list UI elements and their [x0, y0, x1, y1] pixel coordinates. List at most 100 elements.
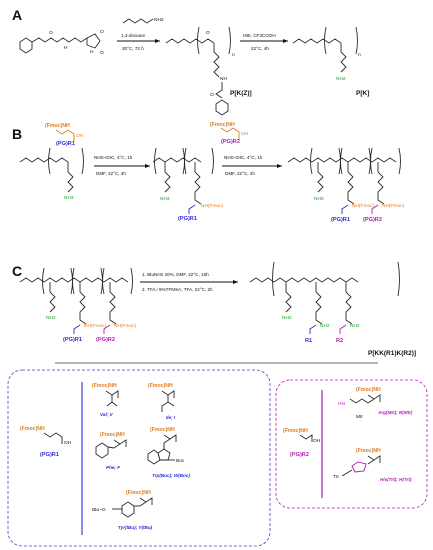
b-prod-nhfmoc-2: NH(Fmoc): [382, 203, 405, 209]
c-start-nh2: NH2: [46, 315, 56, 321]
b-product: NH3 NH(Fmoc) (PG)R1 NH(Fmoc) (PG)R2: [287, 147, 405, 223]
trp-boc: Boc: [176, 458, 185, 464]
cond-a3: HBr, CF3COOH: [243, 33, 276, 38]
c-start: NH2 NH(Fmoc) (PG)R1 NH(Fmoc) (PG)R2: [19, 267, 137, 343]
trp-fmoc: (Fmoc)NH: [150, 427, 175, 433]
b-pg-r1: (PG)R1: [56, 141, 75, 147]
legend-his: (Fmoc)NH Trt His(Trt); H(Trt): [333, 448, 412, 482]
legend-tyr: (Fmoc)NH tBu–O Tyr(tBu); Y(tBu): [92, 490, 153, 530]
legend-generic-r1: (Fmoc)NH OH (PG)R1: [20, 426, 72, 458]
c-prod-nh2-2: NH2: [320, 323, 330, 329]
pk-n: n: [358, 53, 361, 58]
pkz-n: n: [232, 53, 235, 58]
cond-b4: DMF, 22°C, 4h: [225, 171, 255, 176]
nca-o2: O: [100, 50, 104, 56]
his-name: His(Trt); H(Trt): [380, 477, 412, 482]
arg-mtr: Mtr: [356, 414, 363, 420]
legend-generic-fmoc-2: (Fmoc)NH: [283, 428, 308, 434]
b-fmoc-2: (Fmoc)NH: [210, 122, 235, 128]
nca-o: O: [100, 29, 104, 35]
ile-name: Ile; I: [166, 415, 176, 420]
legend-box-r1: (Fmoc)NH OH (PG)R1 (Fmoc)NH Val; V (Fmoc…: [7, 369, 271, 547]
c-prod-nh2: NH2: [282, 315, 292, 321]
b-int-pg: (PG)R1: [178, 216, 197, 222]
nca-h: H: [90, 49, 94, 55]
c-start-nhfmoc-1: NH(Fmoc): [84, 323, 107, 329]
b-start-nh3: NH3: [64, 195, 74, 201]
b-int-nhfmoc: NH(Fmoc): [201, 203, 224, 209]
tyr-tbu-o: tBu–O: [92, 507, 106, 513]
phe-fmoc: (Fmoc)NH: [100, 432, 125, 438]
b-prod-pg2: (PG)R2: [363, 217, 382, 223]
cond-c1: 1. tBuNH2 20%, DMF, 22°C, 16h: [142, 272, 209, 277]
phe-name: Phe; F: [106, 465, 120, 470]
ile-fmoc: (Fmoc)NH: [148, 383, 173, 389]
c-prod-r2: R2: [336, 338, 343, 344]
legend-generic-oh-1: OH: [64, 440, 72, 446]
tyr-fmoc: (Fmoc)NH: [126, 490, 151, 496]
b-oh-1: OH: [76, 133, 84, 139]
panel-a: A O H O O H NH2 1,4-dioxane 30°C, 72 h n…: [12, 7, 369, 116]
legend-generic-pg-1: (PG)R1: [40, 452, 59, 458]
b-prod-nh3: NH3: [314, 196, 324, 202]
cond-a4: 22°C, 4h: [251, 46, 269, 51]
pkz-o: O: [206, 30, 210, 36]
cond-b2: DMF, 22°C, 4h: [96, 171, 126, 176]
pkz-nh: NH: [220, 76, 227, 82]
product-pk: P[K]: [356, 90, 369, 97]
c-prod-r1: R1: [305, 338, 312, 344]
carbonyl-o: O: [49, 30, 53, 36]
legend-box-r2: (Fmoc)NH OH (PG)R2 (Fmoc)NH HN Mtr Arg(M…: [275, 379, 428, 509]
nh-h: H: [64, 45, 68, 51]
legend-generic-oh-2: OH: [313, 438, 321, 444]
b-intermediate: NH3 NH(Fmoc) (PG)R1: [152, 147, 224, 222]
cond-c2: 2. TFA / 9%TFMSA, TFA, 22°C, 2h: [142, 287, 213, 292]
pkz-o2: O: [210, 92, 214, 98]
c-prod-nh2-3: NH2: [350, 323, 360, 329]
val-fmoc: (Fmoc)NH: [92, 383, 117, 389]
b-fmoc-1: (Fmoc)NH: [45, 123, 70, 129]
arg-name: Arg(Mtr); R(Mtr): [377, 410, 413, 415]
trp-name: Trp(Boc); W(Boc): [152, 473, 190, 478]
b-int-nh3: NH3: [160, 196, 170, 202]
cond-a2: 30°C, 72 h: [122, 46, 144, 51]
his-trt: Trt: [333, 474, 339, 480]
cond-a1: 1,4-dioxane: [121, 33, 145, 38]
b-pg-r2: (PG)R2: [221, 139, 240, 145]
product-pkkk: P[KK(R1)K(R2)]: [368, 350, 416, 357]
tyr-name: Tyr(tBu); Y(tBu): [118, 525, 153, 530]
c-product: NH2 NH2 R1 NH2 R2 P[KK(R1)K(R2)]: [249, 261, 416, 357]
panel-c-label: C: [12, 263, 22, 279]
product-pkz: P[K(Z)]: [230, 90, 252, 97]
cond-b3: NHS+DIC, 4°C, 1h: [224, 155, 263, 160]
z-lys-nca-molecule: O H O O H: [19, 29, 104, 56]
legend-phe: (Fmoc)NH Phe; F: [95, 432, 127, 470]
legend-generic-pg-2: (PG)R2: [290, 452, 309, 458]
legend-generic-fmoc-1: (Fmoc)NH: [20, 426, 45, 432]
legend-val: (Fmoc)NH Val; V: [92, 383, 119, 417]
legend-trp: (Fmoc)NH Boc Trp(Boc); W(Boc): [147, 427, 190, 478]
legend-arg: (Fmoc)NH HN Mtr Arg(Mtr); R(Mtr): [338, 387, 413, 420]
arg-fmoc: (Fmoc)NH: [356, 387, 381, 393]
b-prod-nhfmoc-1: NH(Fmoc): [352, 203, 375, 209]
cond-b1: NHS+DIC, 4°C, 1h: [94, 155, 133, 160]
arg-hn: HN: [338, 401, 345, 407]
his-fmoc: (Fmoc)NH: [356, 448, 381, 454]
c-start-nhfmoc-2: NH(Fmoc): [114, 323, 137, 329]
panel-c: C NH2 NH(Fmoc) (PG)R1 NH(Fmoc) (PG)R2 1.…: [12, 261, 416, 357]
c-start-pg2: (PG)R2: [96, 337, 115, 343]
hexylamine-nh2: NH2: [154, 17, 164, 23]
pkz-molecule: n O NH O P[K(Z)]: [165, 26, 252, 116]
pk-molecule: n NH2 P[K]: [292, 26, 369, 97]
pk-nh2: NH2: [336, 76, 346, 82]
c-start-pg1: (PG)R1: [63, 337, 82, 343]
panel-b-label: B: [12, 126, 22, 142]
legend-generic-r2: (Fmoc)NH OH (PG)R2: [283, 428, 321, 458]
panel-a-label: A: [12, 7, 22, 23]
b-prod-pg1: (PG)R1: [331, 217, 350, 223]
b-oh-2: OH: [241, 131, 249, 137]
val-name: Val; V: [100, 412, 114, 417]
panel-b: B NH3 (Fmoc)NH OH (PG)R1 NHS+DIC, 4°C, 1…: [12, 122, 405, 223]
legend-ile: (Fmoc)NH Ile; I: [148, 383, 176, 420]
